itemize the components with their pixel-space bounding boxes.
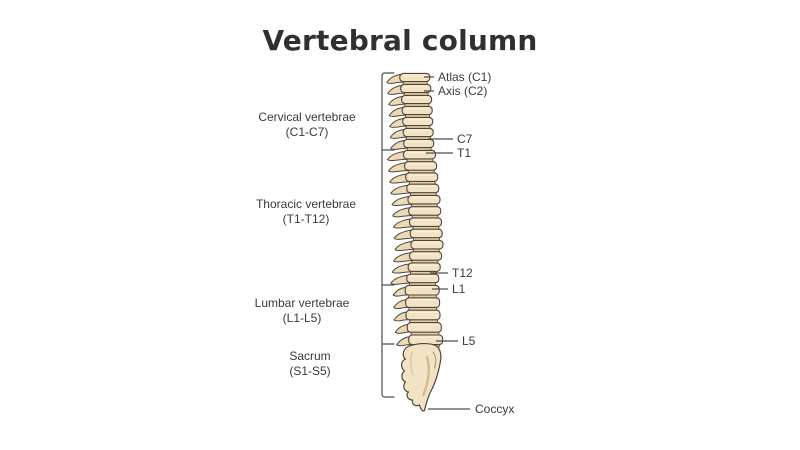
part-label-l5: L5 xyxy=(462,334,476,348)
page-title: Vertebral column xyxy=(262,24,538,57)
region-label-cervical: Cervical vertebrae (C1-C7) xyxy=(222,110,392,140)
part-label-t12: T12 xyxy=(452,266,473,280)
part-label-coccyx: Coccyx xyxy=(475,402,515,416)
region-label-lumbar-line2: (L1-L5) xyxy=(282,311,322,325)
spine-illustration xyxy=(386,72,444,412)
region-label-cervical-line1: Cervical vertebrae xyxy=(258,110,356,124)
part-label-atlas: Atlas (C1) xyxy=(438,70,492,84)
region-label-thoracic: Thoracic vertebrae (T1-T12) xyxy=(221,197,391,227)
region-label-sacrum: Sacrum (S1-S5) xyxy=(225,349,395,379)
part-label-c7: C7 xyxy=(457,132,473,146)
region-label-lumbar: Lumbar vertebrae (L1-L5) xyxy=(217,296,387,326)
part-label-axis: Axis (C2) xyxy=(438,84,488,98)
region-label-thoracic-line1: Thoracic vertebrae xyxy=(255,197,357,211)
region-label-sacrum-line2: (S1-S5) xyxy=(289,364,331,378)
region-bracket xyxy=(381,72,395,398)
region-label-cervical-line2: (C1-C7) xyxy=(285,125,329,139)
part-label-l1: L1 xyxy=(452,282,466,296)
part-label-t1: T1 xyxy=(457,146,472,160)
region-label-thoracic-line2: (T1-T12) xyxy=(282,212,330,226)
region-label-sacrum-line1: Sacrum xyxy=(289,349,331,363)
region-label-lumbar-line1: Lumbar vertebrae xyxy=(254,296,350,310)
